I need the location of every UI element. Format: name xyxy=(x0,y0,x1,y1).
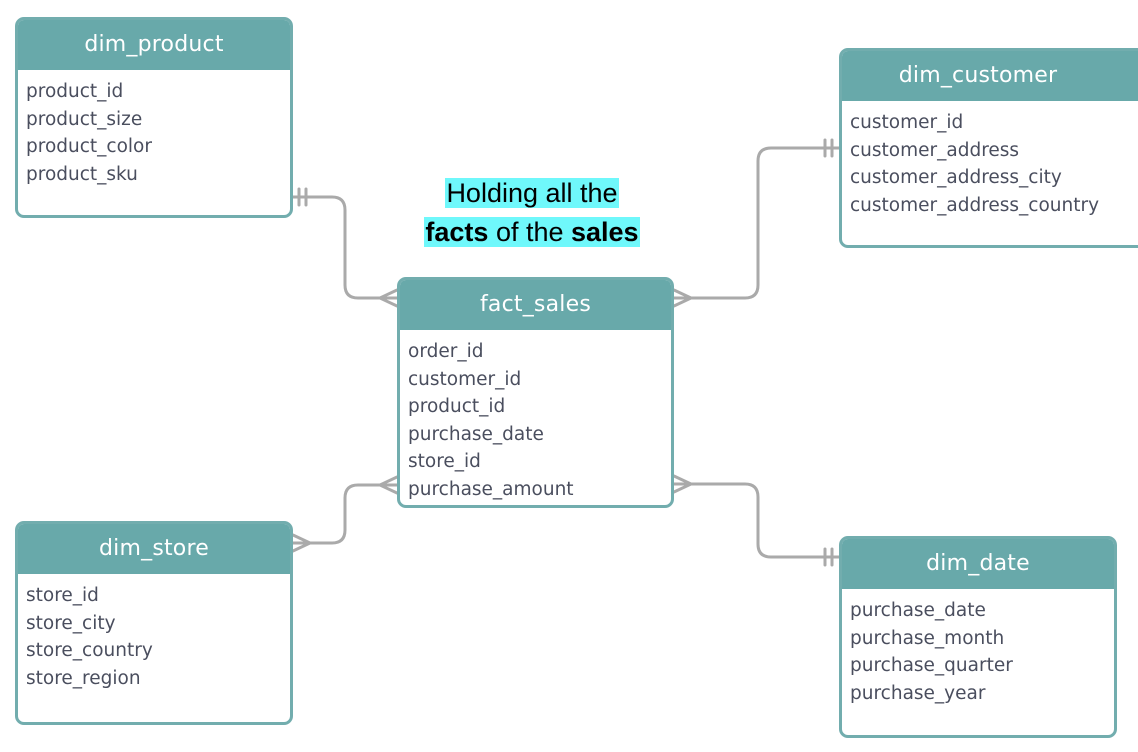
table-fact-sales[interactable]: fact_sales order_id customer_id product_… xyxy=(397,277,674,508)
field-list: product_id product_size product_color pr… xyxy=(18,70,290,188)
one-and-only-one-marker-icon xyxy=(823,547,834,567)
field-item[interactable]: product_color xyxy=(26,136,152,157)
table-header[interactable]: dim_product xyxy=(18,20,290,70)
annotation-mid-text: of the xyxy=(488,217,571,247)
field-list: order_id customer_id product_id purchase… xyxy=(400,330,671,503)
table-dim-customer[interactable]: dim_customer customer_id customer_addres… xyxy=(839,48,1138,248)
annotation-line-2: facts of the sales xyxy=(424,217,640,247)
crows-foot-many-marker-icon xyxy=(672,288,693,308)
field-item[interactable]: customer_address_city xyxy=(850,167,1062,188)
field-item[interactable]: product_size xyxy=(26,108,143,130)
table-dim-product[interactable]: dim_product product_id product_size prod… xyxy=(15,17,293,218)
table-header[interactable]: dim_customer xyxy=(842,51,1138,101)
crows-foot-many-marker-icon xyxy=(378,475,399,495)
field-list: customer_id customer_address customer_ad… xyxy=(842,101,1138,219)
annotation-bold-facts: facts xyxy=(425,217,489,247)
field-item[interactable]: purchase_month xyxy=(850,627,1005,649)
field-item[interactable]: store_country xyxy=(26,640,153,661)
field-item[interactable]: store_id xyxy=(408,451,481,472)
field-item[interactable]: customer_id xyxy=(408,368,522,390)
field-item[interactable]: store_region xyxy=(26,667,141,689)
connector-product-fact xyxy=(291,187,399,308)
field-item[interactable]: order_id xyxy=(408,341,484,362)
field-item[interactable]: purchase_date xyxy=(850,600,986,621)
field-item[interactable]: product_id xyxy=(26,81,124,102)
field-item[interactable]: purchase_year xyxy=(850,682,986,704)
one-and-only-one-marker-icon xyxy=(823,138,834,158)
field-item[interactable]: customer_id xyxy=(850,112,964,133)
table-dim-date[interactable]: dim_date purchase_date purchase_month pu… xyxy=(839,536,1117,738)
annotation-line-1: Holding all the xyxy=(445,178,619,208)
table-header[interactable]: fact_sales xyxy=(400,280,671,330)
one-and-only-one-marker-icon xyxy=(297,187,308,207)
field-item[interactable]: purchase_amount xyxy=(408,478,574,500)
field-item[interactable]: customer_address xyxy=(850,139,1020,161)
table-header[interactable]: dim_store xyxy=(18,524,290,574)
table-header[interactable]: dim_date xyxy=(842,539,1114,589)
fact-table-annotation: Holding all the facts of the sales xyxy=(380,174,684,252)
field-item[interactable]: customer_address_country xyxy=(850,194,1100,216)
field-item[interactable]: purchase_date xyxy=(408,423,544,445)
connector-store-fact xyxy=(291,475,399,553)
field-item[interactable]: store_city xyxy=(26,612,116,634)
field-item[interactable]: product_sku xyxy=(26,163,138,185)
table-dim-store[interactable]: dim_store store_id store_city store_coun… xyxy=(15,521,293,725)
annotation-bold-sales: sales xyxy=(571,217,639,247)
field-item[interactable]: purchase_quarter xyxy=(850,655,1013,676)
crows-foot-many-marker-icon xyxy=(672,474,693,494)
field-list: store_id store_city store_country store_… xyxy=(18,574,290,692)
crows-foot-many-marker-icon xyxy=(378,288,399,308)
field-item[interactable]: store_id xyxy=(26,585,99,606)
field-list: purchase_date purchase_month purchase_qu… xyxy=(842,589,1114,707)
crows-foot-many-marker-icon xyxy=(291,533,312,553)
connector-date-fact xyxy=(672,474,841,567)
field-item[interactable]: product_id xyxy=(408,396,506,417)
connector-customer-fact xyxy=(672,138,841,308)
